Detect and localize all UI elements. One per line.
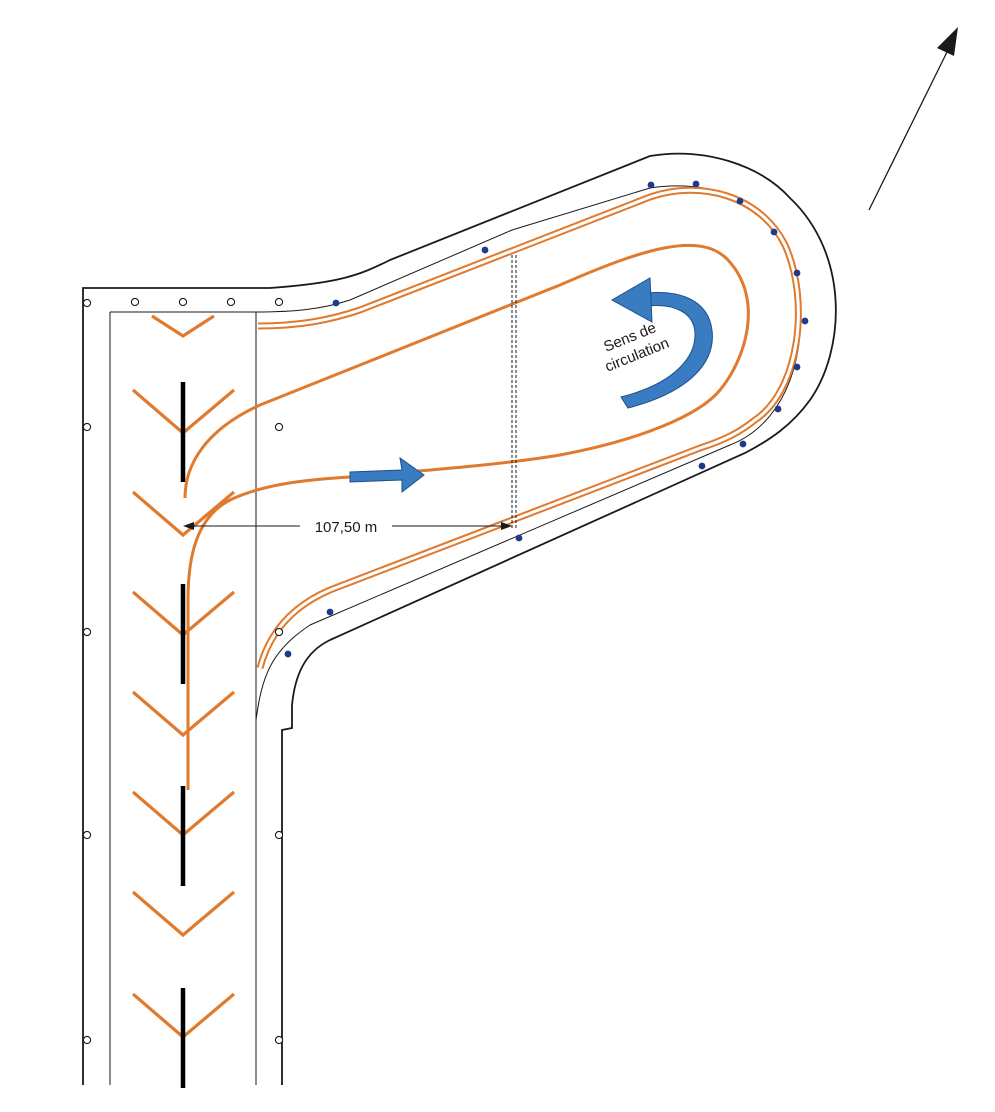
- direction-arrow-curved-icon: [610, 277, 713, 409]
- guidance-line-loop: [183, 243, 750, 790]
- chevron: [131, 490, 236, 538]
- north-arrow-icon: [868, 27, 958, 211]
- edge-lights-open: [82, 297, 284, 1045]
- turnpad-lights-blue: [284, 180, 809, 658]
- dashed-boundary-line: [511, 255, 517, 528]
- turnpad-edge-marking: [256, 186, 802, 669]
- chevron: [131, 890, 236, 938]
- direction-arrow-straight-icon: [349, 456, 425, 494]
- turnpad-inner-edge: [255, 185, 801, 721]
- dimension-line: [183, 522, 512, 530]
- dimension-label: 107,50 m: [315, 519, 378, 536]
- chevron: [131, 690, 236, 738]
- pavement-outer-outline: [82, 152, 837, 1085]
- chevron: [151, 314, 215, 338]
